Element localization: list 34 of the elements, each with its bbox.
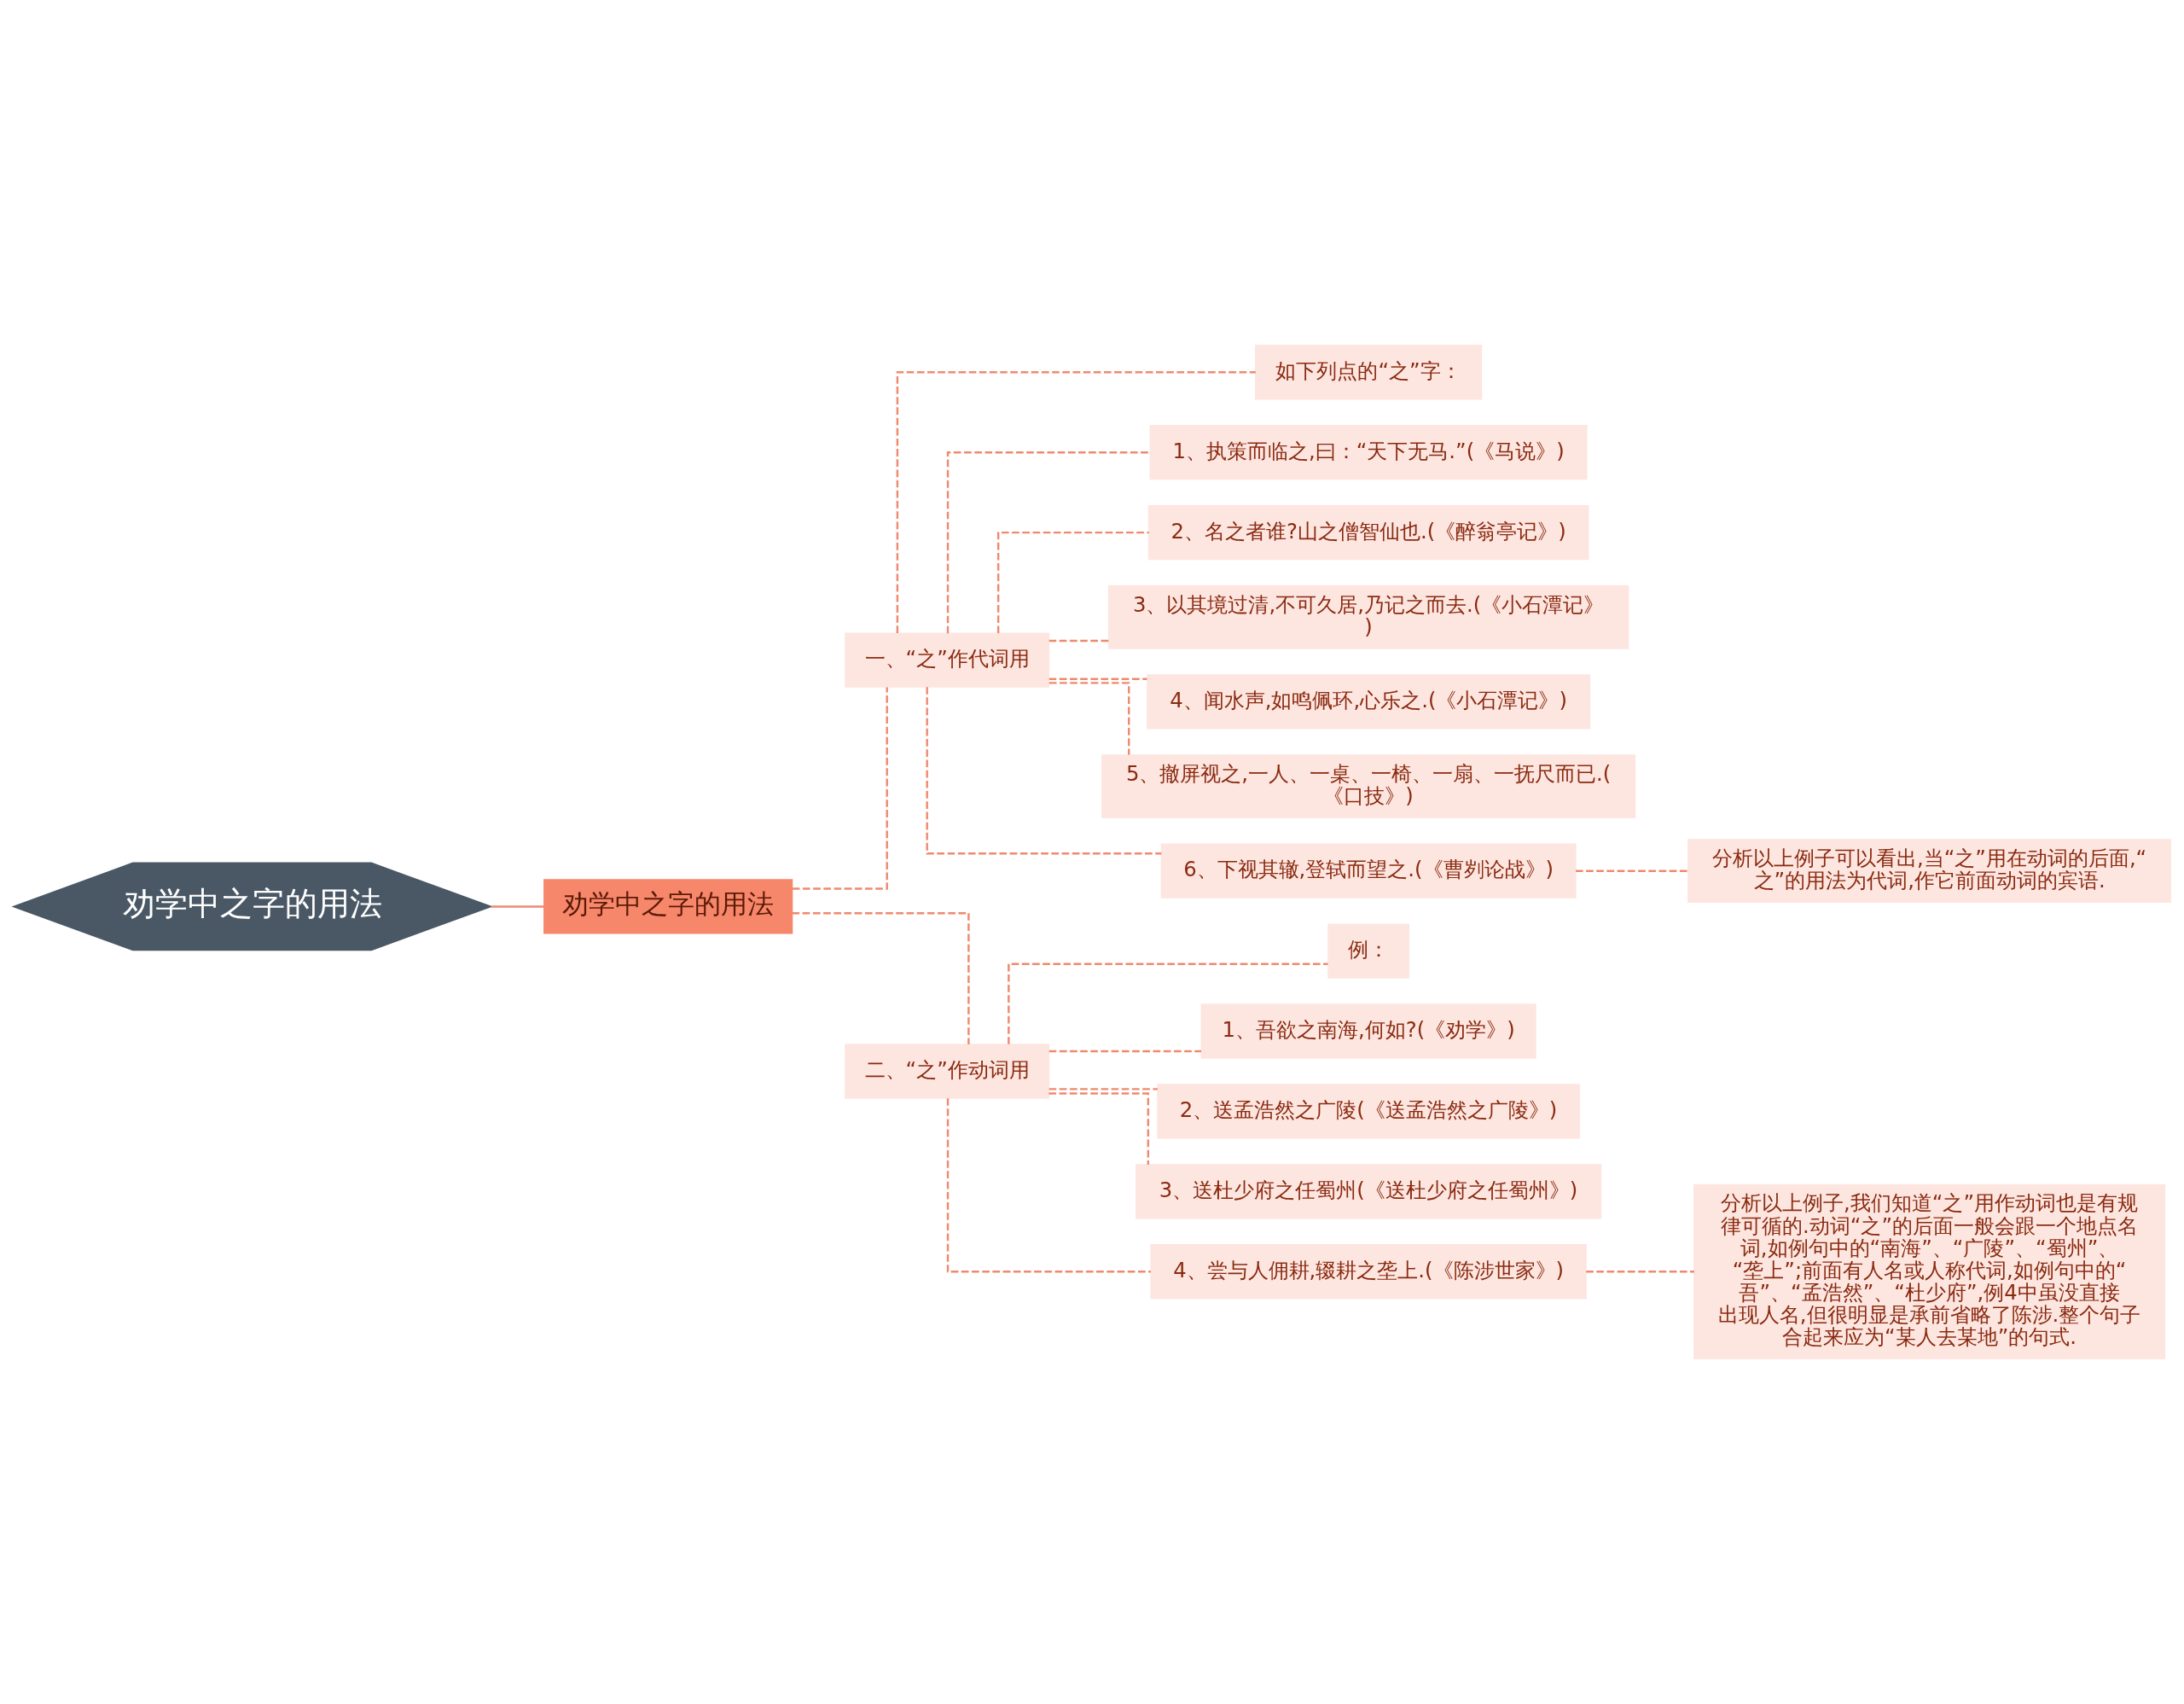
connector — [1048, 1050, 1202, 1053]
connector — [946, 1098, 1151, 1273]
node-box: 2、名之者谁?山之僧智仙也.(《醉翁亭记》) — [1147, 504, 1589, 561]
node-box: 2、送孟浩然之广陵(《送孟浩然之广陵》) — [1157, 1084, 1580, 1139]
node-box: 4、尝与人佣耕,辍耕之垄上.(《陈涉世家》) — [1150, 1244, 1587, 1300]
node-box: 分析以上例子可以看出,当“之”用在动词的后面,“之”的用法为代词,作它前面动词的宾语. — [1687, 839, 2172, 904]
node-box: 3、以其境过清,不可久居,乃记之而去.(《小石潭记》) — [1107, 584, 1629, 649]
connector — [792, 687, 888, 890]
connector — [996, 531, 1149, 633]
connector — [896, 371, 1256, 633]
node-box: 分析以上例子,我们知道“之”用作动词也是有规律可循的.动词“之”的后面一般会跟一个地点名词,如例句中的“南海”、“广陵”、“蜀州”、“垄上”;前面有人名或人称代词,如例句中的“吾”、“孟浩然”、“杜少府”,例4中虽没直接出现人名,但很明显是承前省略了陈涉.整个句子合起来应为“某人去某地”的句式. — [1693, 1183, 2166, 1359]
connector — [1048, 678, 1147, 680]
connector — [1048, 1088, 1158, 1090]
connector — [946, 451, 1151, 634]
node-box: 3、送杜少府之任蜀州(《送杜少府之任蜀州》) — [1136, 1164, 1602, 1219]
connector — [1576, 869, 1688, 872]
connector — [792, 912, 970, 1045]
node-box: 5、撤屏视之,一人、一桌、一椅、一扇、一抚尺而已.(《口技》) — [1101, 754, 1636, 818]
connector — [926, 687, 1162, 855]
node-box: 一、“之”作代词用 — [845, 632, 1050, 688]
connector — [491, 905, 544, 908]
node-box: 劝学中之字的用法 — [543, 879, 793, 934]
connector — [1586, 1271, 1694, 1273]
connector — [1048, 1092, 1150, 1165]
node-box: 例： — [1327, 923, 1409, 979]
connector — [1008, 962, 1328, 1044]
node-box: 1、吾欲之南海,何如?(《劝学》) — [1200, 1003, 1536, 1059]
connector — [1048, 639, 1109, 643]
node-box: 如下列点的“之”字： — [1255, 345, 1483, 400]
node-box: 二、“之”作动词用 — [845, 1044, 1050, 1099]
connector — [1048, 682, 1130, 755]
node-box: 1、执策而临之,曰：“天下无马.”(《马说》) — [1149, 425, 1588, 480]
node-box: 6、下视其辙,登轼而望之.(《曹刿论战》) — [1160, 843, 1577, 899]
node-box: 4、闻水声,如鸣佩环,心乐之.(《小石潭记》) — [1147, 674, 1591, 730]
